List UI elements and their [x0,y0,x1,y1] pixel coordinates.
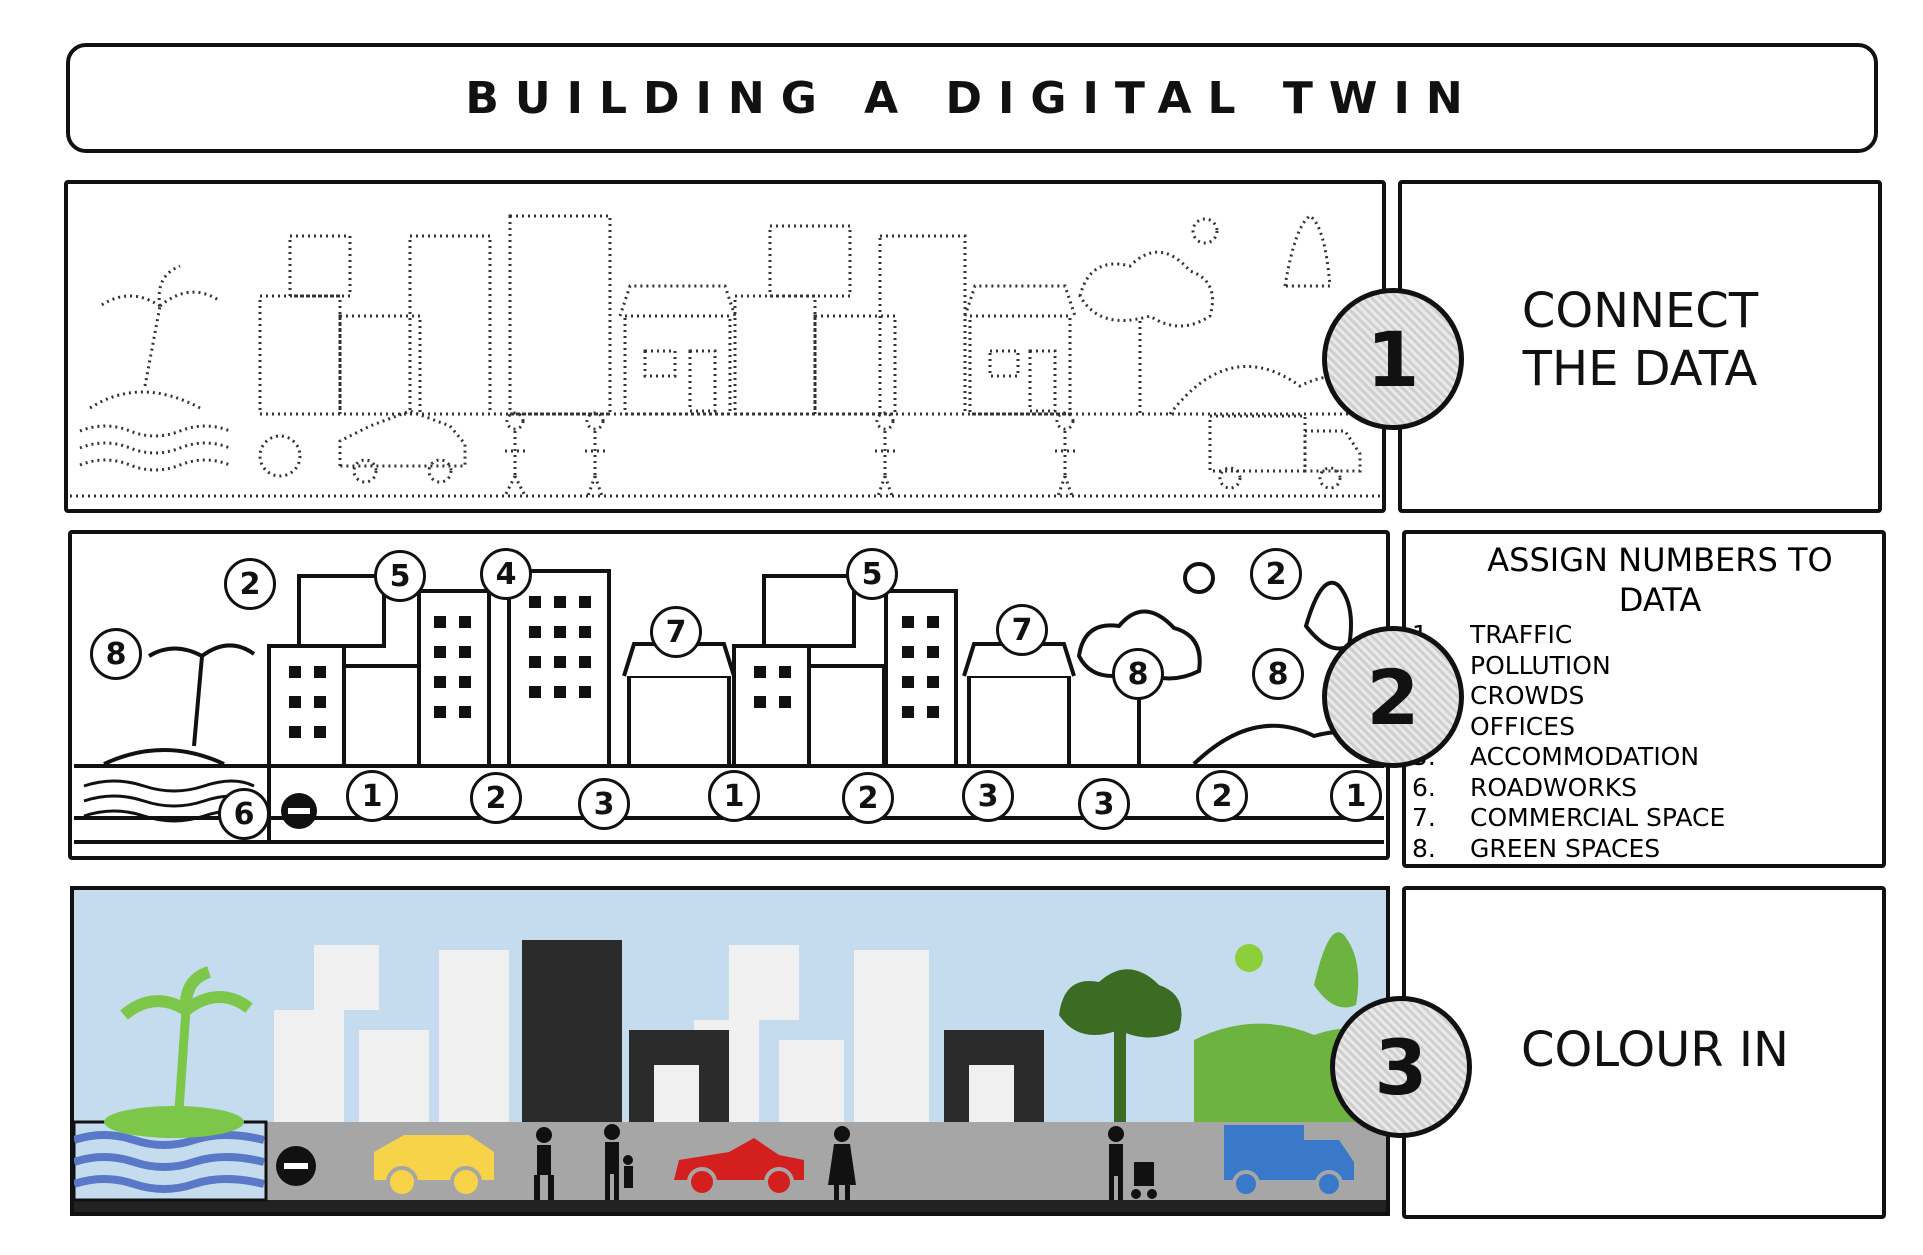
data-marker[interactable]: 2 [470,772,522,824]
dotted-city-scene [70,186,1380,507]
legend-item: 3.CROWDS [1412,681,1585,710]
legend-item: 1.TRAFFIC [1412,620,1573,649]
numbered-city-scene [74,536,1384,854]
legend-item: 7.COMMERCIAL SPACE [1412,803,1726,832]
step-1-label-line2: THE DATA [1522,341,1758,397]
data-marker[interactable]: 2 [1250,548,1302,600]
step-3-badge: 3 [1330,996,1472,1138]
legend-item: 5.ACCOMMODATION [1412,742,1700,771]
step-2-badge: 2 [1322,626,1464,768]
data-legend: 1.TRAFFIC 2.POLLUTION 3.CROWDS 4.OFFICES… [1412,620,1725,864]
step-1-label-line1: CONNECT [1521,283,1759,339]
coloured-city-illustration [74,932,1386,1212]
step-3-label: COLOUR IN [1521,1022,1789,1078]
data-marker[interactable]: 2 [1196,770,1248,822]
data-marker[interactable]: 7 [650,606,702,658]
data-marker[interactable]: 2 [224,558,276,610]
panel-1-scene-frame [64,180,1386,513]
data-marker[interactable]: 2 [842,772,894,824]
data-marker[interactable]: 8 [1252,648,1304,700]
step-1-label: CONNECT THE DATA [1470,270,1810,410]
title-banner: BUILDING A DIGITAL TWIN [66,43,1878,153]
step-1-badge: 1 [1322,288,1464,430]
legend-item: 8.GREEN SPACES [1412,833,1661,863]
page-title: BUILDING A DIGITAL TWIN [465,72,1479,124]
data-marker[interactable]: 8 [1112,648,1164,700]
data-marker[interactable]: 6 [218,788,270,840]
panel-3-label-frame [1402,886,1886,1219]
data-marker[interactable]: 1 [346,770,398,822]
data-marker[interactable]: 1 [1330,770,1382,822]
data-marker[interactable]: 3 [962,770,1014,822]
legend-item: 6.ROADWORKS [1412,772,1637,802]
data-marker[interactable]: 3 [578,778,630,830]
data-marker[interactable]: 1 [708,770,760,822]
step-2-label: ASSIGN NUMBERS TO DATA [1487,541,1833,619]
coloured-city-scene [70,886,1390,1216]
panel-2-label-frame [1402,530,1886,868]
numbered-city-illustration [74,562,1384,844]
panel-1-label-frame [1398,180,1882,513]
data-marker[interactable]: 7 [996,604,1048,656]
data-marker[interactable]: 5 [374,550,426,602]
data-marker[interactable]: 4 [480,548,532,600]
data-marker[interactable]: 3 [1078,778,1130,830]
data-marker[interactable]: 8 [90,628,142,680]
dotted-city-illustration [70,214,1380,498]
data-marker[interactable]: 5 [846,548,898,600]
